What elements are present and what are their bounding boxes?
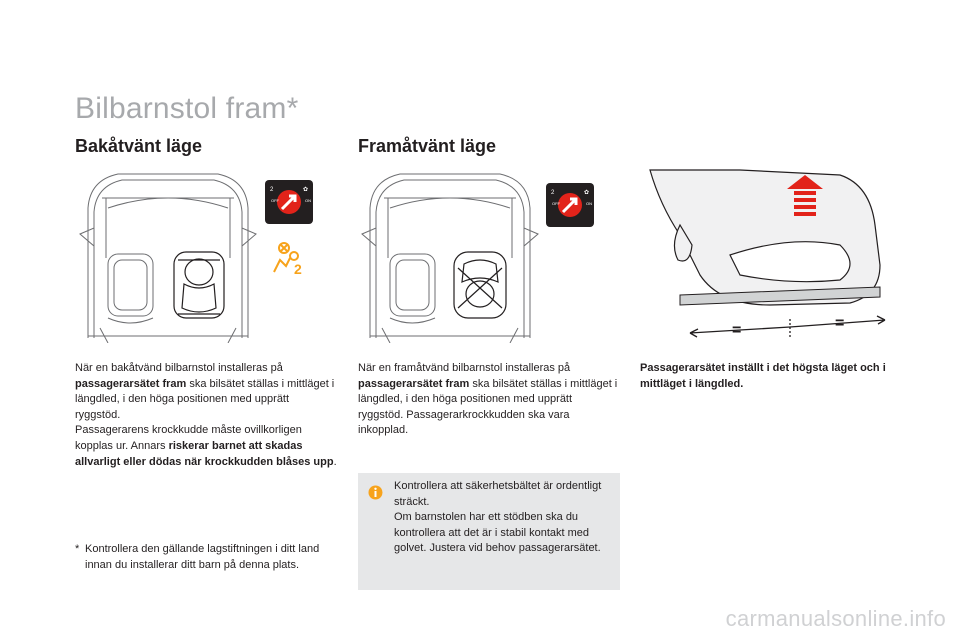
rear-facing-text-2: passagerarsätet fram [75, 377, 187, 390]
info-text: Kontrollera att säkerhetsbältet är orden… [394, 479, 609, 557]
front-facing-text-1: När en framåtvänd bilbarnstol installera… [358, 362, 571, 374]
info-text-2: Om barnstolen har ett stödben ska du kon… [394, 511, 601, 555]
footnote-star: * [75, 543, 80, 555]
svg-text:OFF: OFF [271, 198, 280, 203]
page-title: Bilbarnstol fram* [75, 92, 299, 125]
front-facing-text-2: passagerarsätet fram [358, 377, 470, 390]
svg-text:✿: ✿ [584, 189, 589, 196]
svg-text:✿: ✿ [303, 186, 308, 193]
passenger-airbag-on-icon: 2 ✿ OFF ON [546, 183, 594, 227]
info-text-1: Kontrollera att säkerhetsbältet är orden… [394, 480, 602, 508]
seat-position-caption: Passagerarsätet inställt i det högsta lä… [640, 362, 886, 390]
svg-text:ON: ON [586, 201, 592, 206]
footnote-text: Kontrollera den gällande lagstiftningen … [85, 543, 320, 571]
rear-facing-text-6: . [333, 455, 337, 468]
rear-facing-heading: Bakåtvänt läge [75, 136, 203, 156]
footnote: * Kontrollera den gällande lagstiftninge… [75, 542, 335, 573]
airbag-deactivated-warning-icon: 2 [273, 242, 302, 276]
rear-facing-instructions: När en bakåtvänd bilbarnstol installeras… [75, 361, 337, 470]
svg-text:=: = [835, 315, 844, 332]
rear-facing-warning: riskerar barnet att skadas allvarligt el… [75, 439, 334, 468]
svg-text:ON: ON [305, 198, 311, 203]
front-facing-instructions: När en framåtvänd bilbarnstol installera… [358, 361, 620, 439]
front-facing-car-illustration [361, 173, 539, 343]
rear-facing-car-illustration [79, 173, 257, 343]
watermark: carmanualsonline.info [725, 606, 946, 631]
info-icon [368, 485, 383, 500]
rear-facing-text-1: När en bakåtvänd bilbarnstol installeras… [75, 362, 283, 374]
seat-position-illustration: = = [640, 165, 892, 345]
rear-facing-text-4: Passagerarens krockkudde måste ovillkorl… [75, 424, 302, 452]
svg-text:2: 2 [551, 190, 555, 196]
info-box: Kontrollera att säkerhetsbältet är orden… [358, 473, 620, 590]
passenger-airbag-off-icon: 2 ✿ OFF ON [265, 180, 313, 224]
rear-facing-text-3: ska bilsätet ställas i mittläget i längd… [75, 377, 335, 421]
svg-text:OFF: OFF [552, 201, 561, 206]
svg-text:=: = [732, 322, 741, 339]
svg-text:2: 2 [270, 187, 274, 193]
svg-text:2: 2 [294, 261, 302, 276]
front-facing-text-3: ska bilsätet ställas i mittläget i längd… [358, 377, 618, 437]
front-facing-heading: Framåtvänt läge [358, 136, 497, 156]
